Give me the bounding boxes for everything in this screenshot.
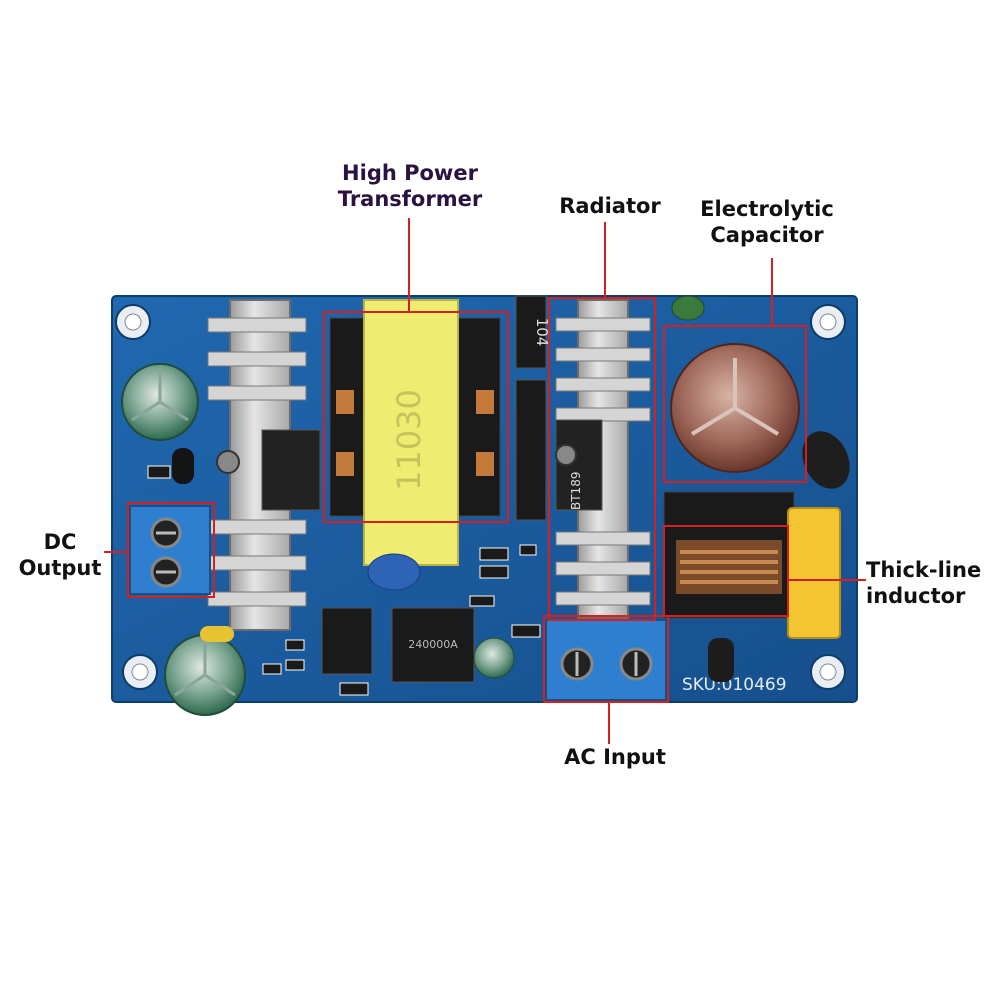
label-electrolytic-capacitor: Electrolytic Capacitor — [688, 196, 846, 248]
svg-text:240000A: 240000A — [408, 638, 458, 651]
radiator-callout-box — [548, 297, 656, 621]
ac-input-callout-box — [543, 615, 669, 703]
label-line: Electrolytic — [700, 197, 834, 221]
inductor-icon — [663, 491, 795, 619]
transistor — [172, 448, 194, 484]
inductor-callout-box — [663, 525, 789, 617]
ac-terminal-block-icon — [545, 619, 667, 701]
label-radiator: Radiator — [559, 194, 661, 218]
film-capacitor: 104 — [515, 295, 551, 521]
electrolytic-capacitor-icon — [670, 343, 850, 489]
label-line: Thick-line — [866, 558, 982, 582]
svg-text:104: 104 — [533, 318, 551, 347]
fuse-icon — [787, 507, 841, 639]
dc-output-callout-box — [127, 502, 215, 598]
small-capacitor — [473, 637, 515, 679]
disc-capacitor — [671, 295, 705, 321]
output-capacitor-icon — [164, 626, 246, 716]
capacitor-callout-box — [663, 325, 807, 483]
label-line: Transformer — [337, 187, 483, 211]
terminal-block-icon — [129, 505, 211, 595]
transformer-icon: 11030 — [329, 299, 501, 566]
label-high-power-transformer: High Power Transformer — [325, 160, 495, 212]
mounting-holes — [115, 304, 846, 690]
label-dc-output: DC Output — [8, 529, 112, 581]
transformer-callout-box — [323, 311, 509, 523]
sku-marking: SKU:010469 — [682, 675, 787, 695]
ic-chip-icon: 240000A — [321, 607, 475, 683]
heatsink-icon — [207, 299, 321, 631]
label-thick-line-inductor: Thick-line inductor — [866, 557, 998, 609]
label-line: High Power — [342, 161, 478, 185]
label-line: inductor — [866, 584, 966, 608]
transformer-code: 11030 — [390, 389, 428, 491]
label-line: Output — [18, 556, 102, 580]
callouts — [104, 218, 866, 744]
svg-text:BT189: BT189 — [569, 472, 583, 510]
label-line: DC — [43, 530, 77, 554]
radiator-heatsink-icon: BT189 — [555, 299, 651, 619]
y-capacitor — [367, 553, 421, 591]
capacitor-icon — [121, 363, 199, 441]
label-ac-input: AC Input — [564, 745, 666, 769]
label-line: Capacitor — [710, 223, 824, 247]
varistor — [708, 638, 734, 682]
